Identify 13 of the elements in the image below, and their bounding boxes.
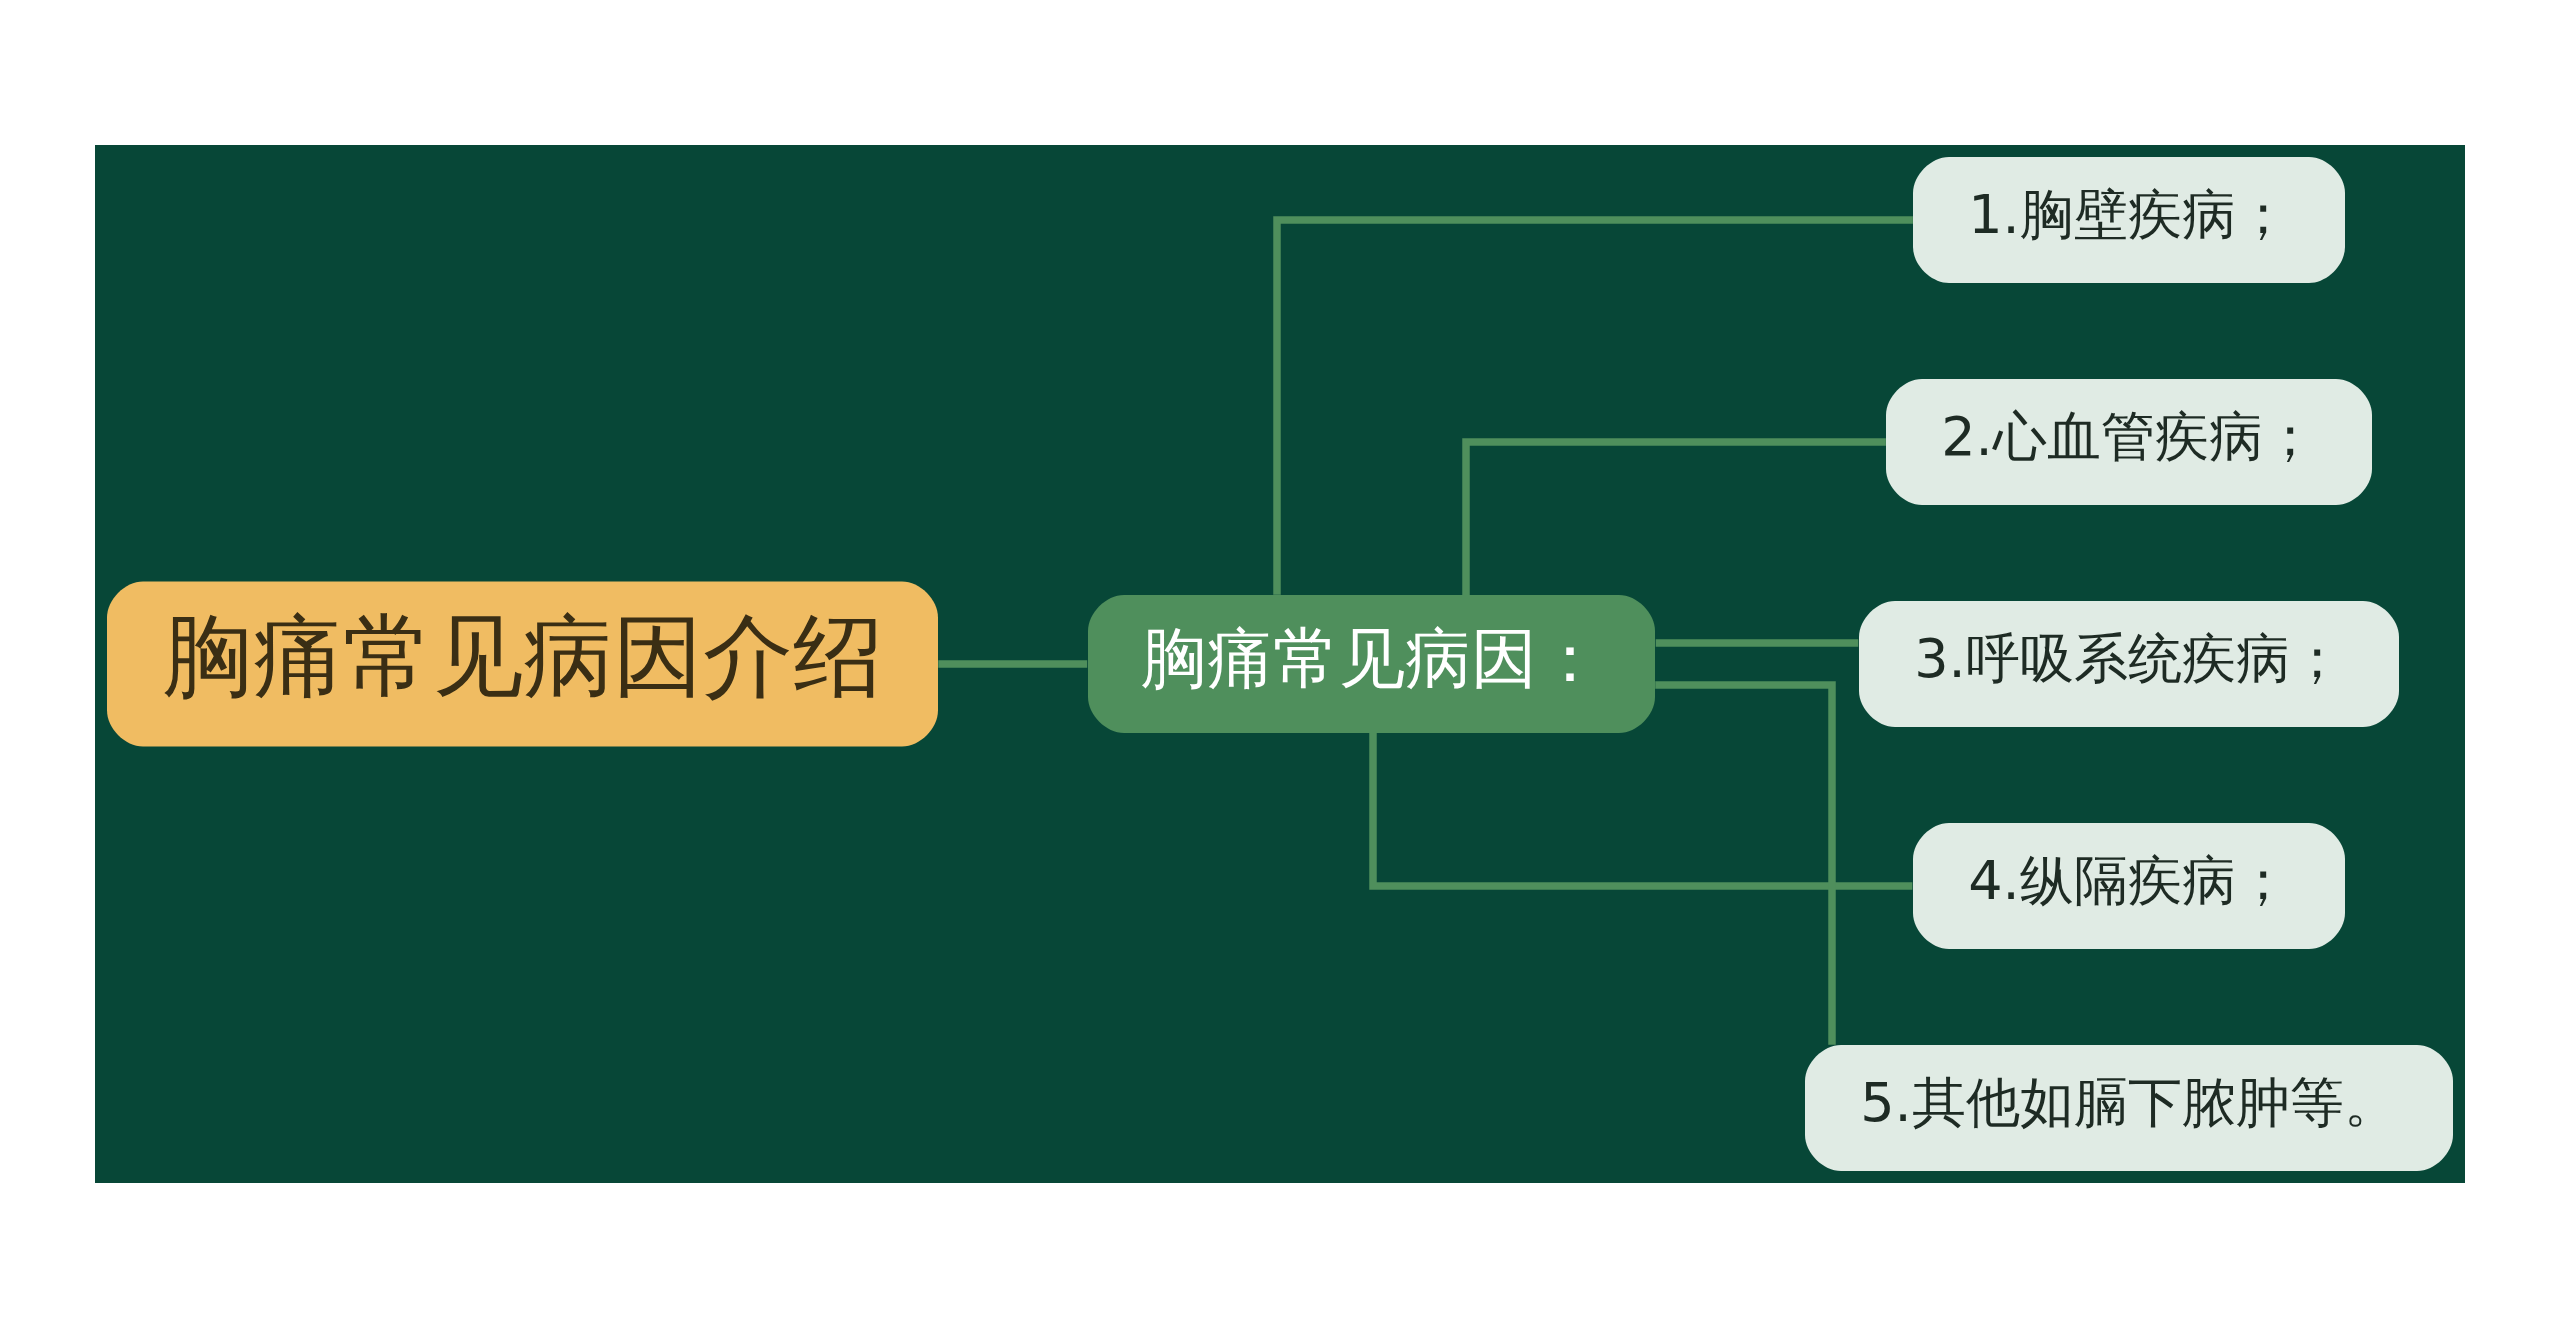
node-box: 3.呼吸系统疾病； xyxy=(1859,600,2399,727)
node-box: 5.其他如膈下脓肿等。 xyxy=(1805,1044,2453,1171)
connector xyxy=(1462,437,1886,595)
connector xyxy=(1655,638,1859,647)
node-box: 胸痛常见病因介绍 xyxy=(107,581,938,746)
node-box: 1.胸壁疾病； xyxy=(1913,156,2345,283)
connector xyxy=(938,659,1088,668)
node-box: 胸痛常见病因： xyxy=(1088,594,1655,733)
node-box: 4.纵隔疾病； xyxy=(1913,822,2345,949)
connector xyxy=(1655,680,1836,1045)
connector xyxy=(1369,732,1913,890)
connector xyxy=(1273,215,1913,595)
node-box: 2.心血管疾病； xyxy=(1886,378,2372,505)
